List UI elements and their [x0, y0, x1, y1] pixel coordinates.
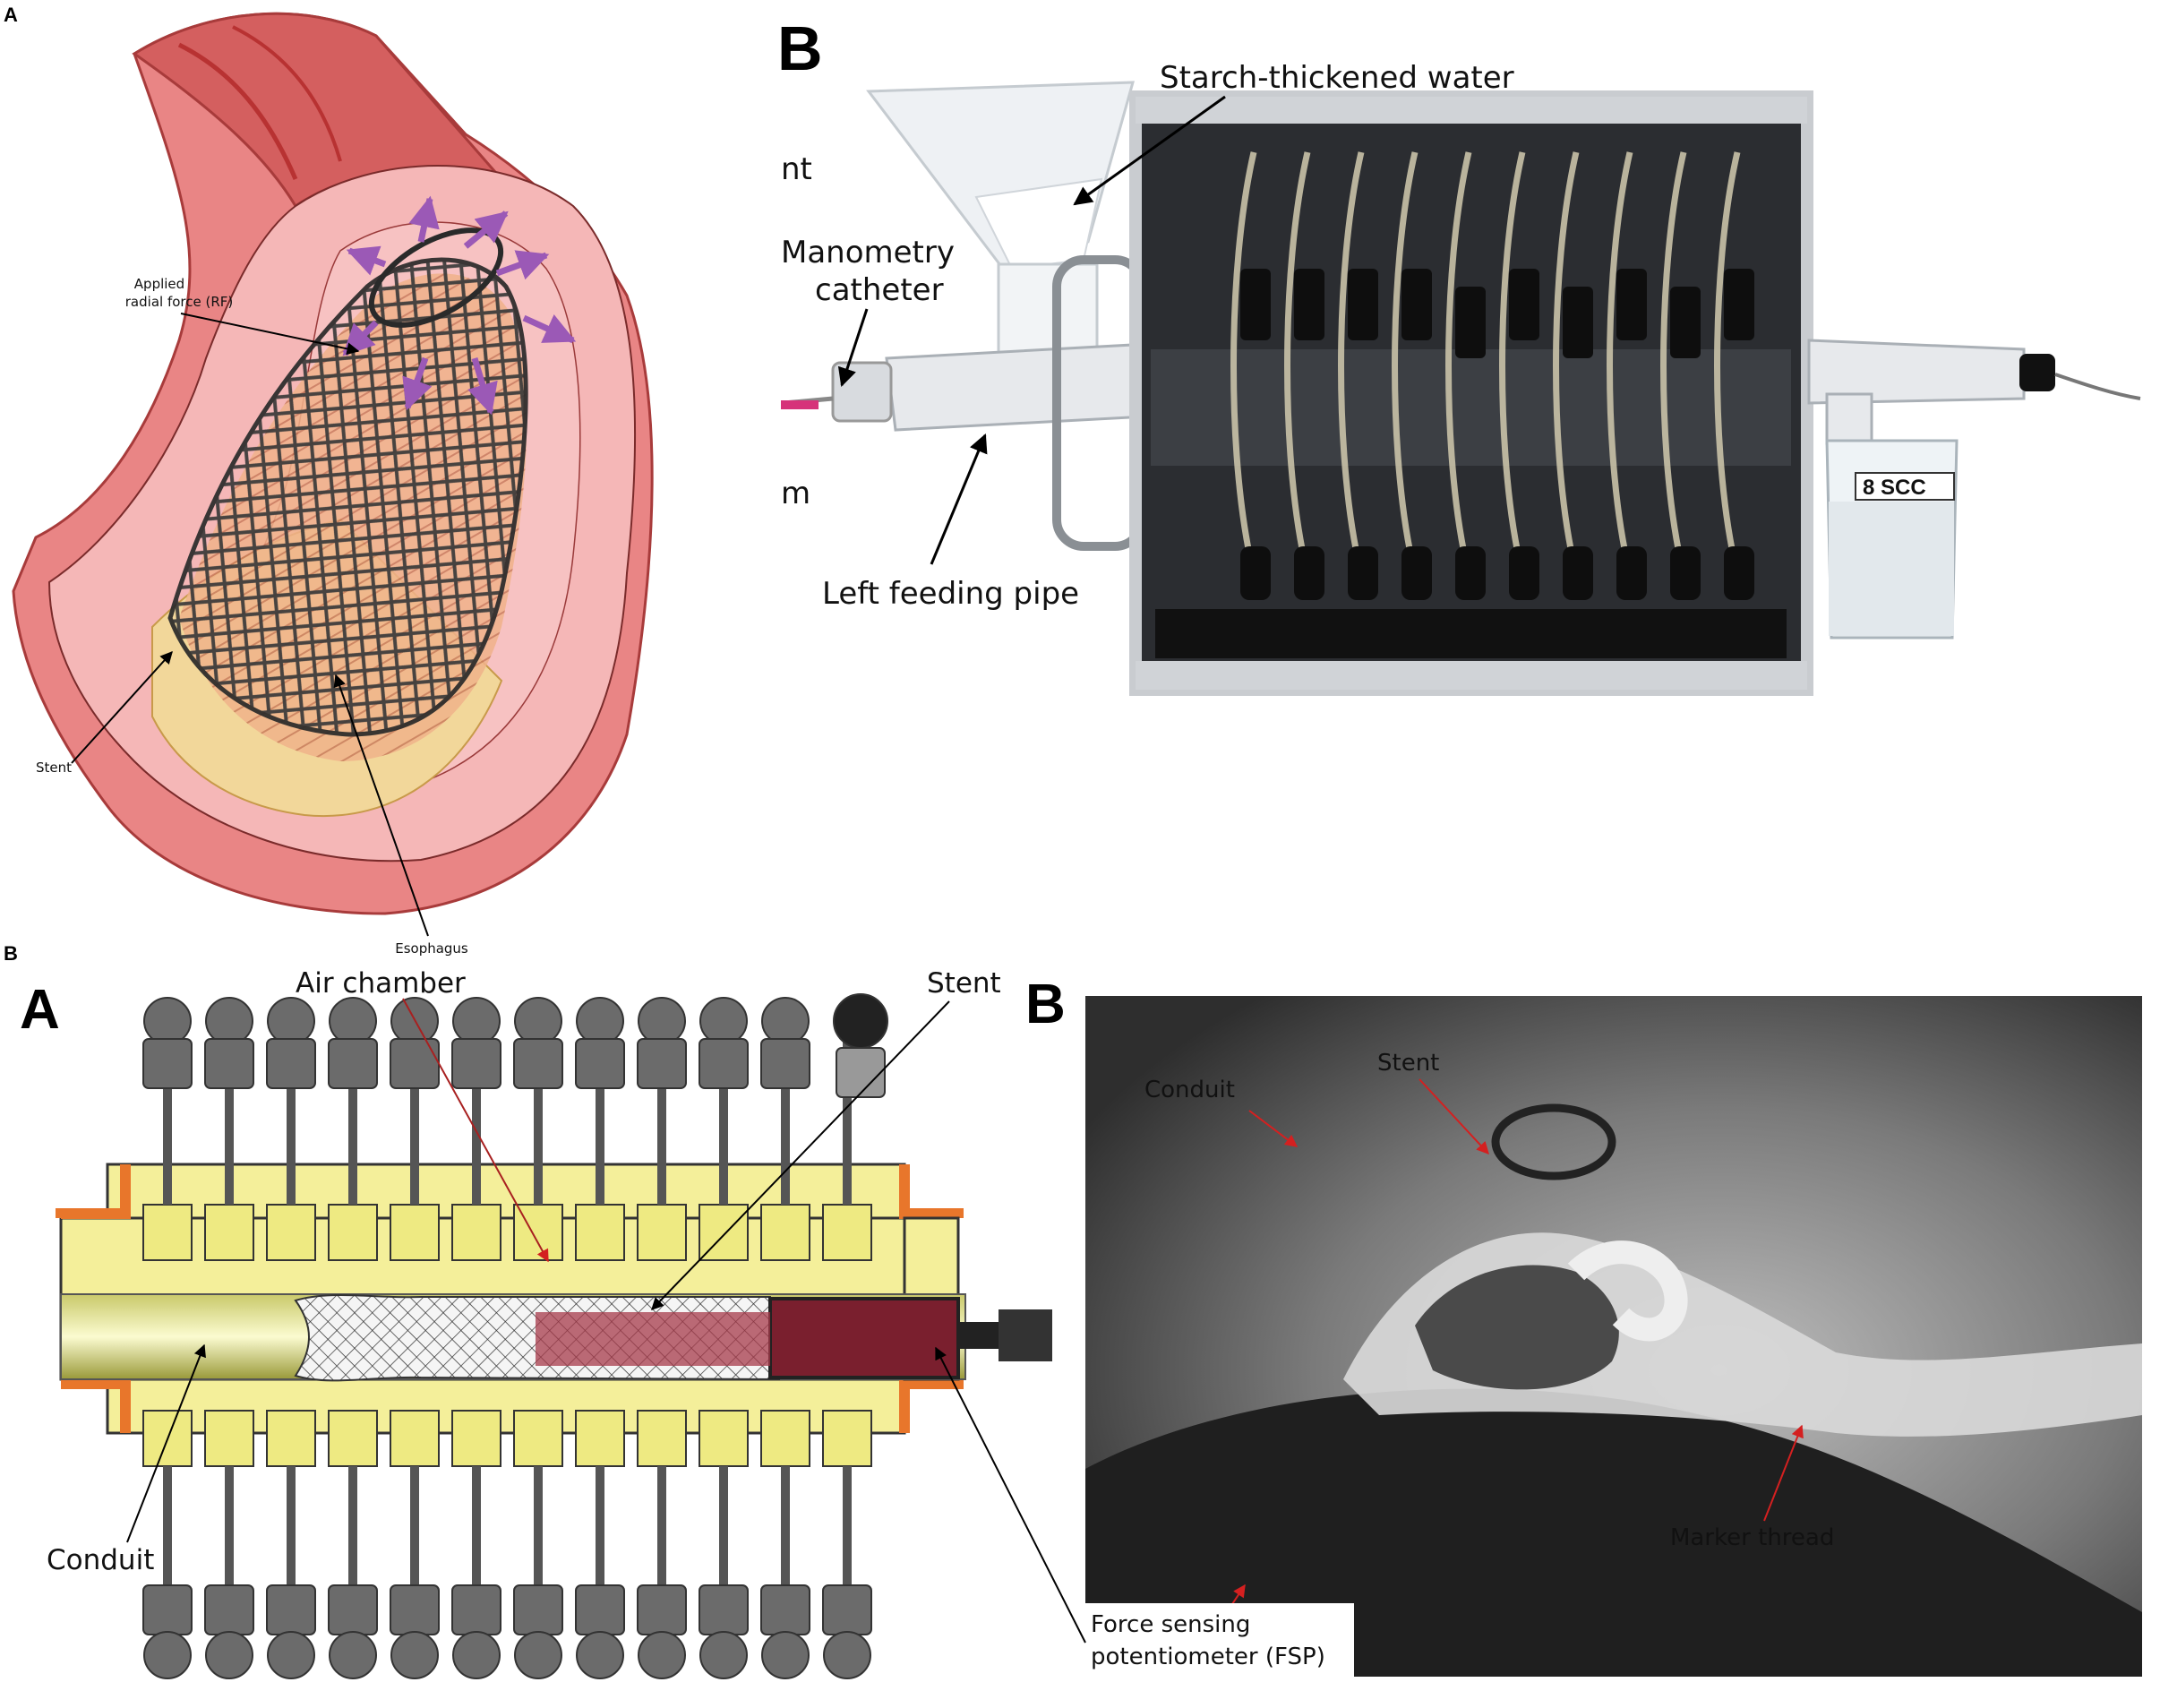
fsp-label-group: Force sensing potentiometer (FSP): [935, 1346, 1354, 1677]
actuator-tubes: [1230, 151, 1741, 574]
actuator-heads-top: [142, 993, 888, 1098]
label-fsp-line2: potentiometer (FSP): [1091, 1644, 1325, 1670]
label-frag-m: m: [781, 476, 810, 511]
leader-marker-thread: [1763, 1424, 1804, 1522]
fsp-connector: [958, 1322, 999, 1349]
label-marker-thread: Marker thread: [1670, 1524, 1834, 1551]
frame-top-rail: [1136, 97, 1807, 124]
panel-bottom-left: A: [20, 967, 1052, 1679]
label-conduit-bl: Conduit: [47, 1544, 154, 1576]
beaker-label-box: [1855, 472, 1955, 501]
label-feeding: Left feeding pipe: [822, 576, 1079, 612]
endo-stent-mouth: [1415, 1265, 1619, 1390]
label-rf-line1: Applied: [134, 276, 184, 292]
frame-bottom-rail: [1136, 661, 1807, 690]
beaker-liquid: [1829, 502, 1954, 636]
leader-stent-bl: [651, 1000, 950, 1311]
section-letter-bottom: B: [4, 942, 18, 965]
label-rf-line2: radial force (RF): [125, 294, 233, 310]
right-pipe-cap: [2019, 354, 2055, 391]
stent-mesh: [167, 257, 528, 737]
endo-stent-loop: [1491, 1103, 1616, 1180]
left-feeding-pipe: [885, 343, 1148, 432]
leader-stent-br: [1419, 1078, 1489, 1155]
right-pipe-drop: [1825, 392, 1873, 445]
flange-top-left: [56, 1164, 131, 1219]
leader-fsp: [935, 1346, 1086, 1644]
leader-feeding: [930, 433, 988, 565]
panel-top-left: A Applied radial force (RF) St: [4, 4, 654, 957]
leader-stent-tl: [71, 650, 173, 764]
panel-letter-top-left: A: [4, 4, 18, 26]
flange-bottom-right: [899, 1378, 964, 1433]
actuator-heads-bottom: [142, 1584, 872, 1679]
label-stent-bl: Stent: [927, 967, 1001, 1000]
panel-letter-top-right: B: [777, 13, 823, 83]
panel-bottom-right: B Conduit Stent Marker thread: [1025, 974, 2142, 1677]
fsp-overlay: [536, 1312, 770, 1366]
label-frag-nt: nt: [781, 151, 812, 187]
label-manometry-1: Manometry: [781, 235, 955, 270]
fsp-label-background: [1085, 1603, 1354, 1677]
label-water: Starch-thickened water: [1160, 60, 1514, 96]
label-fsp-line1: Force sensing: [1091, 1611, 1250, 1638]
vessel-line-2: [232, 25, 342, 162]
flange-top-right: [899, 1164, 964, 1219]
right-feeding-pipe: [1807, 339, 2026, 405]
frame-center-block: [1151, 349, 1791, 466]
panel-letter-bottom-left: A: [20, 979, 60, 1041]
frame-bottom-base: [1155, 609, 1787, 658]
leader-conduit-br: [1248, 1110, 1299, 1147]
label-conduit-br: Conduit: [1144, 1077, 1235, 1103]
label-stent-br: Stent: [1377, 1050, 1439, 1077]
label-manometry-2: catheter: [815, 272, 944, 308]
catheter-tip: [781, 400, 819, 409]
label-stent-tl: Stent: [36, 760, 72, 776]
flange-bottom-left: [61, 1378, 131, 1433]
pipe-thread-end: [831, 361, 893, 423]
panel-top-right: B: [777, 13, 2141, 696]
leader-manometry: [837, 308, 869, 387]
leader-water: [1073, 95, 1226, 206]
air-chambers-bottom: [142, 1410, 872, 1467]
vessel-line-1: [177, 42, 298, 180]
label-air-chamber: Air chamber: [296, 967, 466, 1000]
air-chambers-top: [142, 1204, 872, 1261]
tube-connectors: [1240, 269, 1754, 600]
right-wire: [2054, 373, 2141, 400]
endo-highlight: [1567, 1240, 1688, 1342]
fsp-chamber: [768, 1297, 960, 1379]
leader-conduit-bl: [126, 1343, 206, 1543]
leader-esophagus: [333, 674, 429, 937]
fsp-plug: [999, 1309, 1052, 1361]
label-esophagus: Esophagus: [395, 940, 468, 957]
leader-rf: [180, 313, 360, 356]
leader-air-chamber: [402, 998, 549, 1263]
beaker-label: 8 SCC: [1863, 476, 1926, 500]
panel-letter-bottom-right: B: [1025, 974, 1066, 1035]
